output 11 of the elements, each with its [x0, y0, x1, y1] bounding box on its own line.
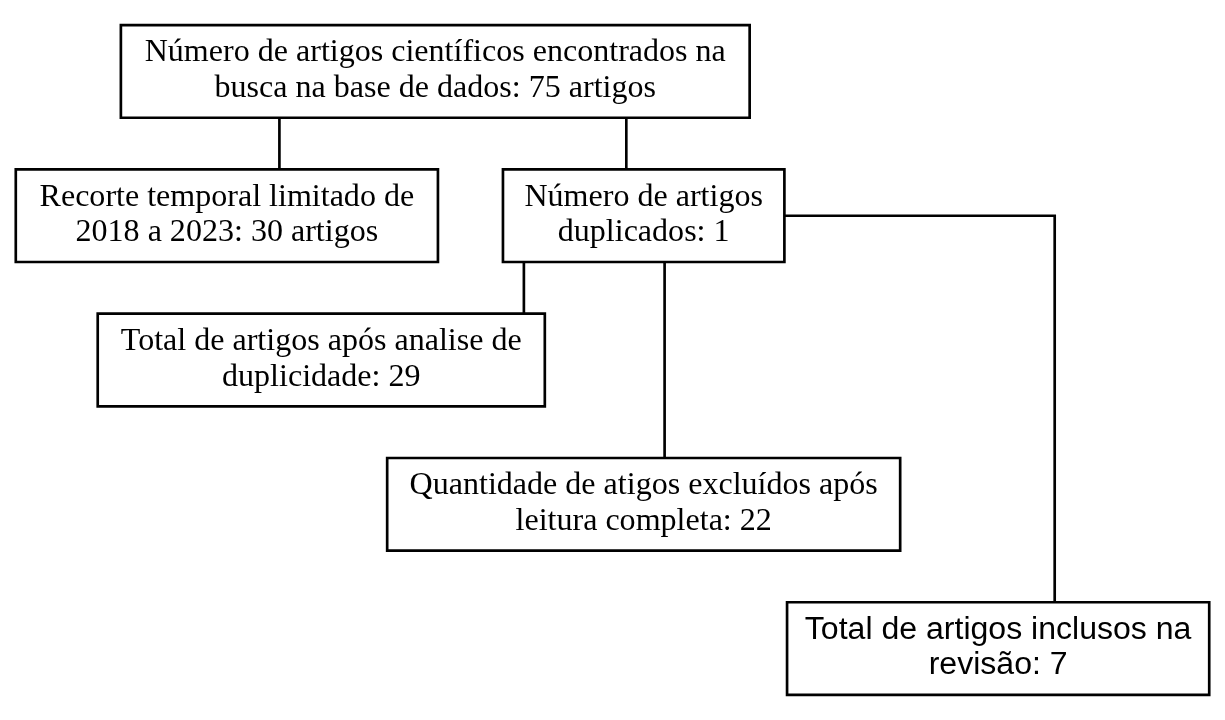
node-box: Total de artigos após analise de duplicidade: 29	[96, 312, 547, 408]
node-box: Recorte temporal limitado de 2018 a 2023: 30 artigos	[14, 168, 440, 264]
connector	[624, 117, 628, 170]
connector	[784, 214, 1057, 603]
connector	[522, 262, 526, 314]
node-box: Número de artigos duplicados: 1	[501, 168, 786, 264]
node-box: Quantidade de atigos excluídos após leitura completa: 22	[385, 456, 902, 552]
node-box: Total de artigos inclusos na revisão: 7	[785, 600, 1211, 697]
node-box: Número de artigos científicos encontrados na busca na base de dados: 75 artigos	[119, 23, 751, 120]
connector	[663, 262, 666, 458]
connector	[278, 117, 281, 170]
